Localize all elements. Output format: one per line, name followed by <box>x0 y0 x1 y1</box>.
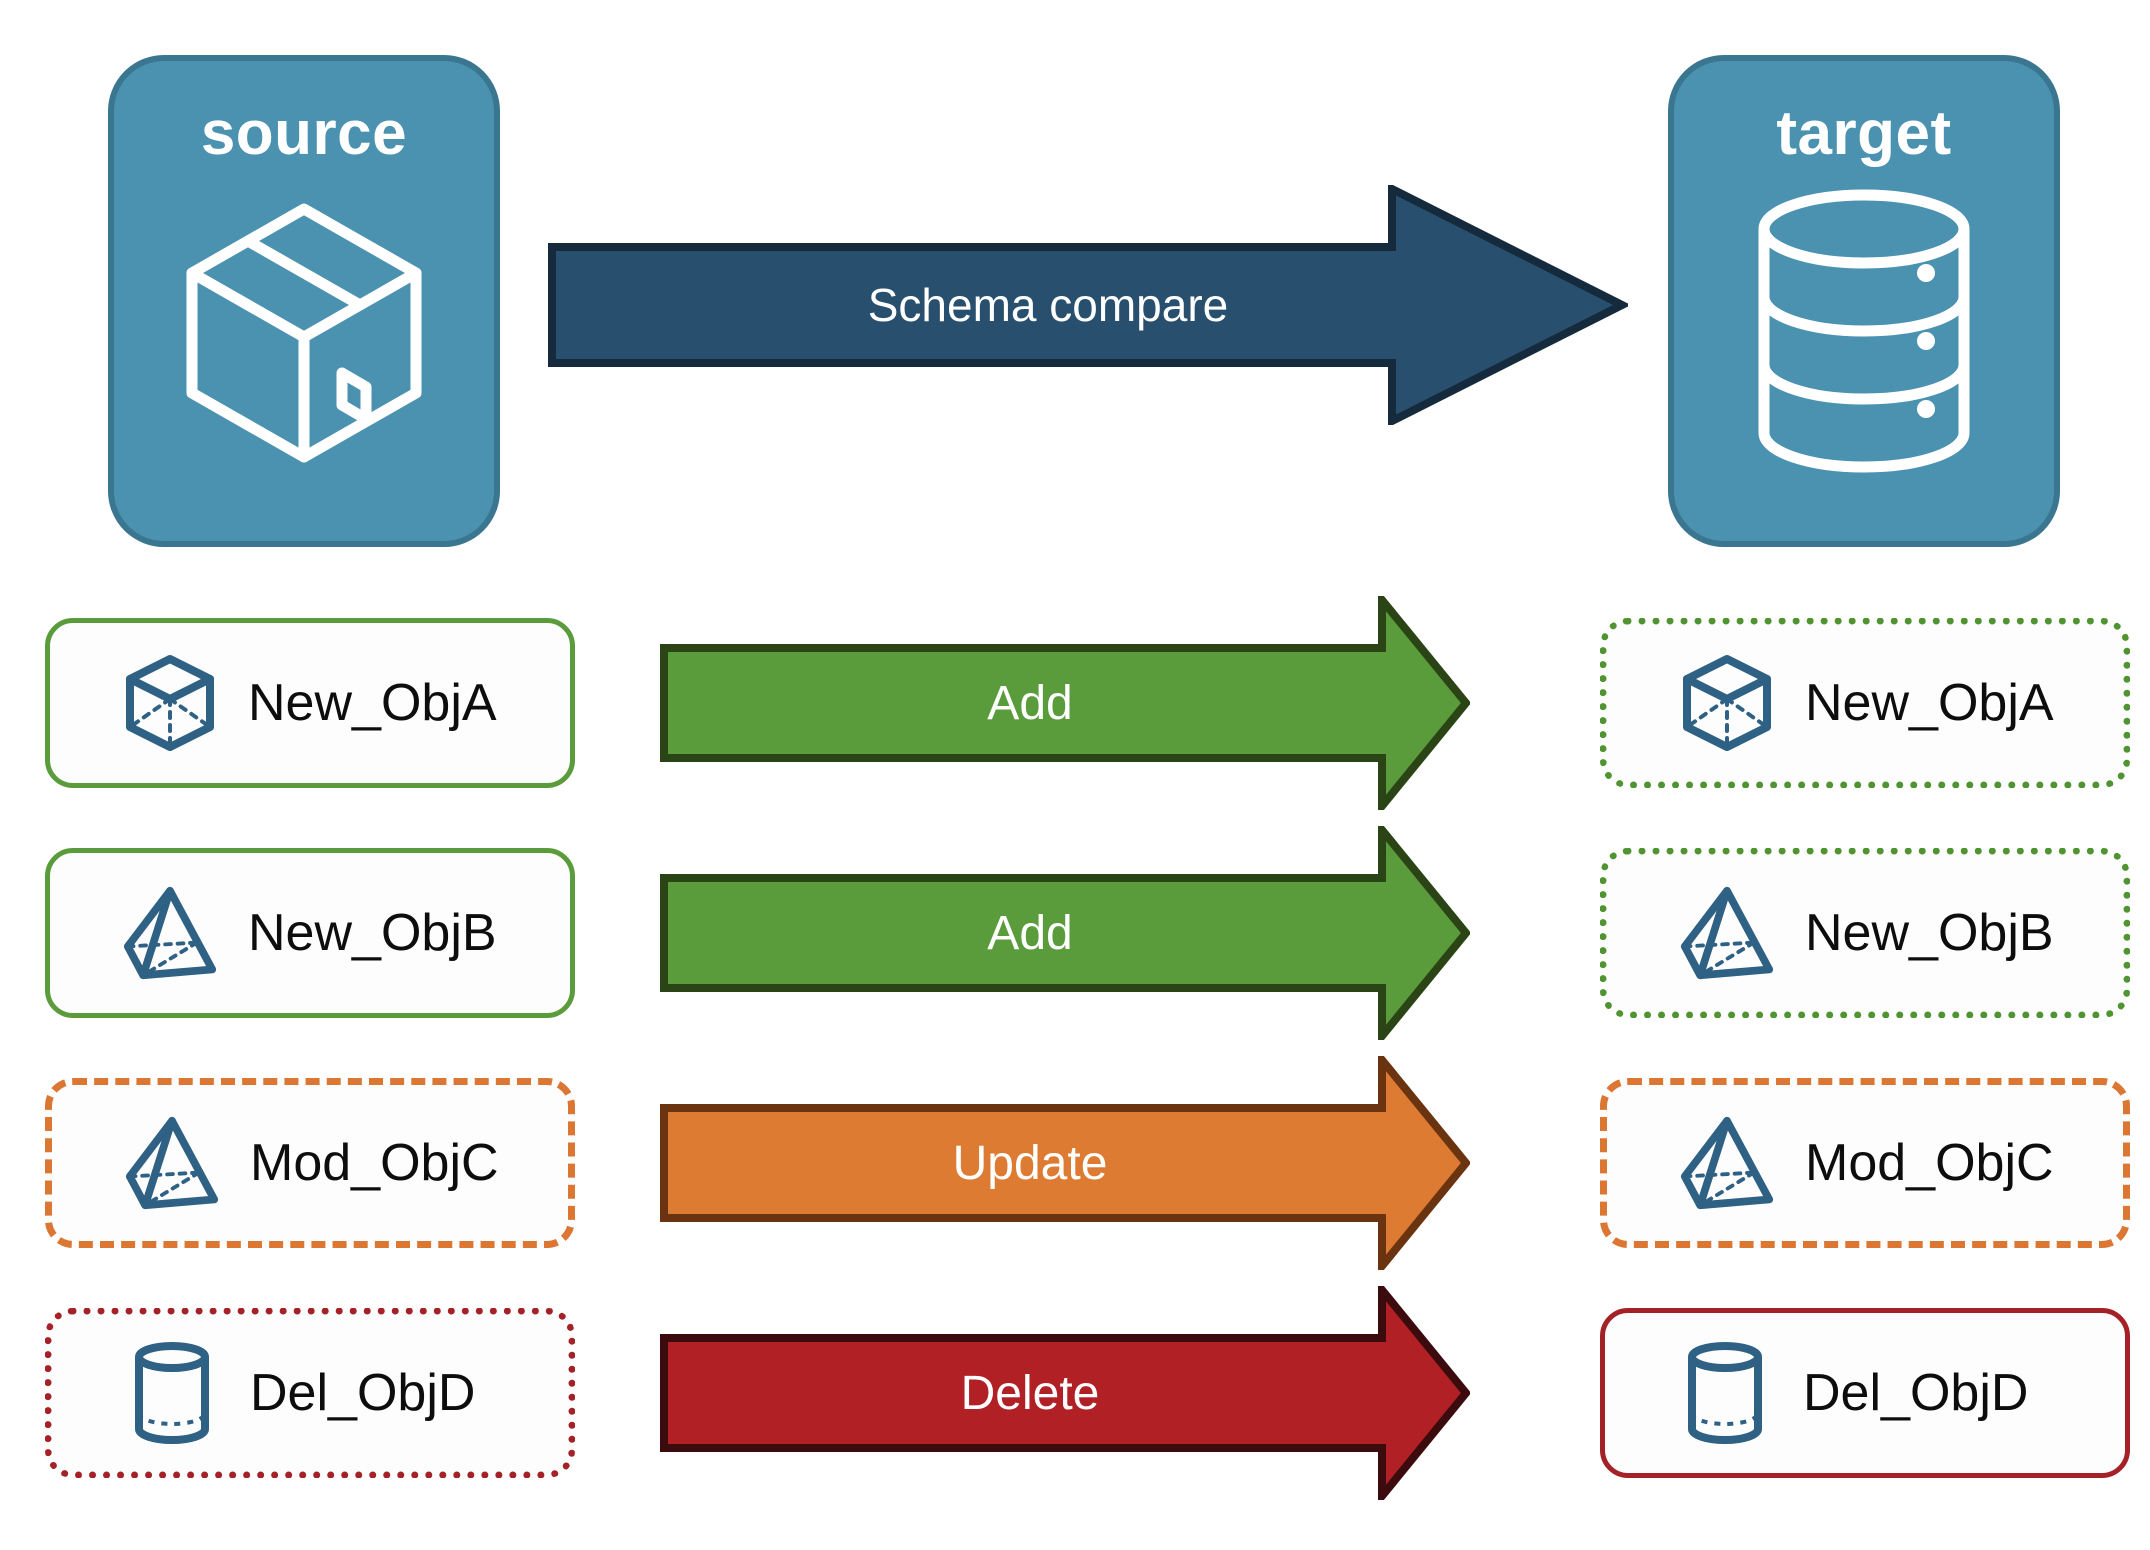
source-object-label: Del_ObjD <box>250 1364 476 1422</box>
source-object-label: Mod_ObjC <box>250 1134 499 1192</box>
comparison-row: Mod_ObjC Update <box>0 1056 2150 1270</box>
target-object-box[interactable]: Mod_ObjC <box>1600 1078 2130 1248</box>
target-object-label: Del_ObjD <box>1803 1364 2029 1422</box>
target-object-label: New_ObjA <box>1805 674 2054 732</box>
schema-compare-arrow[interactable]: Schema compare <box>548 185 1628 425</box>
comparison-row: New_ObjA Add <box>0 596 2150 810</box>
target-panel-title: target <box>1776 99 1952 168</box>
wireframe-cylinder-icon <box>124 1342 220 1444</box>
action-arrow-delete[interactable]: Delete <box>660 1286 1470 1500</box>
package-box-icon <box>174 187 434 482</box>
source-panel[interactable]: source <box>108 55 500 547</box>
source-object-box[interactable]: Del_ObjD <box>45 1308 575 1478</box>
comparison-row: New_ObjB Add <box>0 826 2150 1040</box>
source-object-label: New_ObjB <box>248 904 497 962</box>
wireframe-cube-icon <box>122 655 218 751</box>
action-arrow-add[interactable]: Add <box>660 826 1470 1040</box>
action-arrow-add[interactable]: Add <box>660 596 1470 810</box>
target-object-label: New_ObjB <box>1805 904 2054 962</box>
comparison-row: Del_ObjD Delete Del_ObjD <box>0 1286 2150 1500</box>
wireframe-cube-icon <box>1679 655 1775 751</box>
source-object-box[interactable]: New_ObjA <box>45 618 575 788</box>
wireframe-cylinder-icon <box>1677 1342 1773 1444</box>
target-object-box[interactable]: Del_ObjD <box>1600 1308 2130 1478</box>
source-object-box[interactable]: Mod_ObjC <box>45 1078 575 1248</box>
target-object-box[interactable]: New_ObjA <box>1600 618 2130 788</box>
action-arrow-update[interactable]: Update <box>660 1056 1470 1270</box>
source-object-box[interactable]: New_ObjB <box>45 848 575 1018</box>
target-object-label: Mod_ObjC <box>1805 1134 2054 1192</box>
wireframe-pyramid-icon <box>1679 885 1775 981</box>
wireframe-pyramid-icon <box>1679 1115 1775 1211</box>
target-object-box[interactable]: New_ObjB <box>1600 848 2130 1018</box>
source-panel-title: source <box>200 99 408 168</box>
target-panel[interactable]: target <box>1668 55 2060 547</box>
database-cylinder-icon <box>1744 187 1984 482</box>
wireframe-pyramid-icon <box>122 885 218 981</box>
source-object-label: New_ObjA <box>248 674 497 732</box>
wireframe-pyramid-icon <box>124 1115 220 1211</box>
